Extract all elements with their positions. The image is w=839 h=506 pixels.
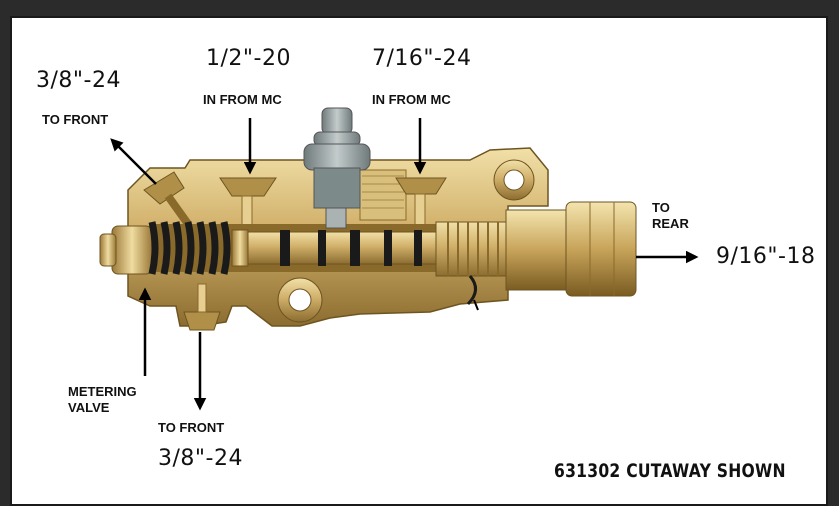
callout-metering-line1: METERING — [68, 384, 137, 399]
callout-to-front-bottom: TO FRONT — [158, 420, 225, 435]
arrows — [110, 118, 699, 411]
thread-front-bottom: 3/8"-24 — [158, 446, 243, 471]
callout-to-rear-line1: TO — [652, 200, 670, 215]
caption-cutaway: 631302 CUTAWAY SHOWN — [554, 460, 786, 482]
thread-mc-left: 1/2"-20 — [206, 46, 291, 71]
metering-spring — [99, 221, 249, 275]
thread-front-top: 3/8"-24 — [36, 68, 121, 93]
switch-cap — [303, 107, 371, 229]
callout-metering-line2: VALVE — [68, 400, 110, 415]
arrow-to-front-top — [110, 138, 157, 185]
callout-to-front-top: TO FRONT — [42, 112, 109, 127]
rear-fitting — [435, 201, 637, 306]
ports — [143, 171, 447, 331]
thread-mc-right: 7/16"-24 — [372, 46, 472, 71]
callout-to-rear-line2: REAR — [652, 216, 689, 231]
spool-bore — [150, 224, 460, 272]
callout-in-from-mc-left: IN FROM MC — [203, 92, 282, 107]
callout-in-from-mc-right: IN FROM MC — [372, 92, 451, 107]
thread-rear: 9/16"-18 — [716, 244, 816, 269]
